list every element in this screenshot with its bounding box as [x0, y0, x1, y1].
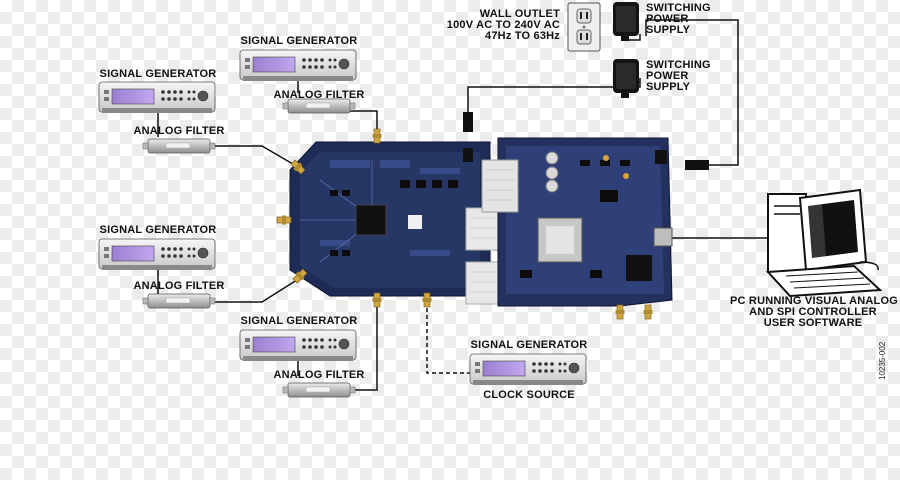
wall-outlet-label: WALL OUTLET 100V AC TO 240V AC 47Hz TO 6…: [446, 8, 560, 42]
clock-source-label: CLOCK SOURCE: [483, 389, 575, 401]
signal-generator-label: SIGNAL GENERATOR: [99, 68, 217, 80]
signal-generator-icon: [239, 329, 357, 362]
pc-label: PC RUNNING VISUAL ANALOG AND SPI CONTROL…: [730, 295, 898, 329]
analog-filter-icon: [282, 382, 356, 398]
power-adapter-icon: [613, 2, 639, 41]
power-plug-icon: [685, 160, 709, 170]
figure-reference: 10235-002: [878, 341, 887, 380]
power-adapter-icon: [613, 59, 639, 98]
analog-filter-label: ANALOG FILTER: [273, 369, 365, 381]
signal-generator-label: SIGNAL GENERATOR: [470, 339, 588, 351]
analog-filter-icon: [142, 138, 216, 154]
signal-generator-icon: [239, 49, 357, 82]
signal-generator-label: SIGNAL GENERATOR: [240, 315, 358, 327]
computer-icon: [765, 188, 883, 298]
signal-generator-icon: [98, 81, 216, 114]
analog-filter-icon: [282, 98, 356, 114]
analog-filter-label: ANALOG FILTER: [133, 280, 225, 292]
analog-filter-icon: [142, 293, 216, 309]
analog-filter-label: ANALOG FILTER: [133, 125, 225, 137]
signal-generator-label: SIGNAL GENERATOR: [240, 35, 358, 47]
signal-generator-icon: [469, 353, 587, 386]
adc-evaluation-board: [289, 141, 513, 305]
sma-connector-icon: [615, 304, 653, 320]
analog-filter-label: ANALOG FILTER: [273, 89, 365, 101]
switching-power-supply-label: SWITCHING POWER SUPPLY: [646, 59, 711, 93]
signal-generator-icon: [98, 238, 216, 271]
fpga-capture-board: [481, 137, 673, 307]
wall-outlet-icon: [567, 2, 601, 52]
signal-generator-label: SIGNAL GENERATOR: [99, 224, 217, 236]
switching-power-supply-label: SWITCHING POWER SUPPLY: [646, 2, 711, 36]
